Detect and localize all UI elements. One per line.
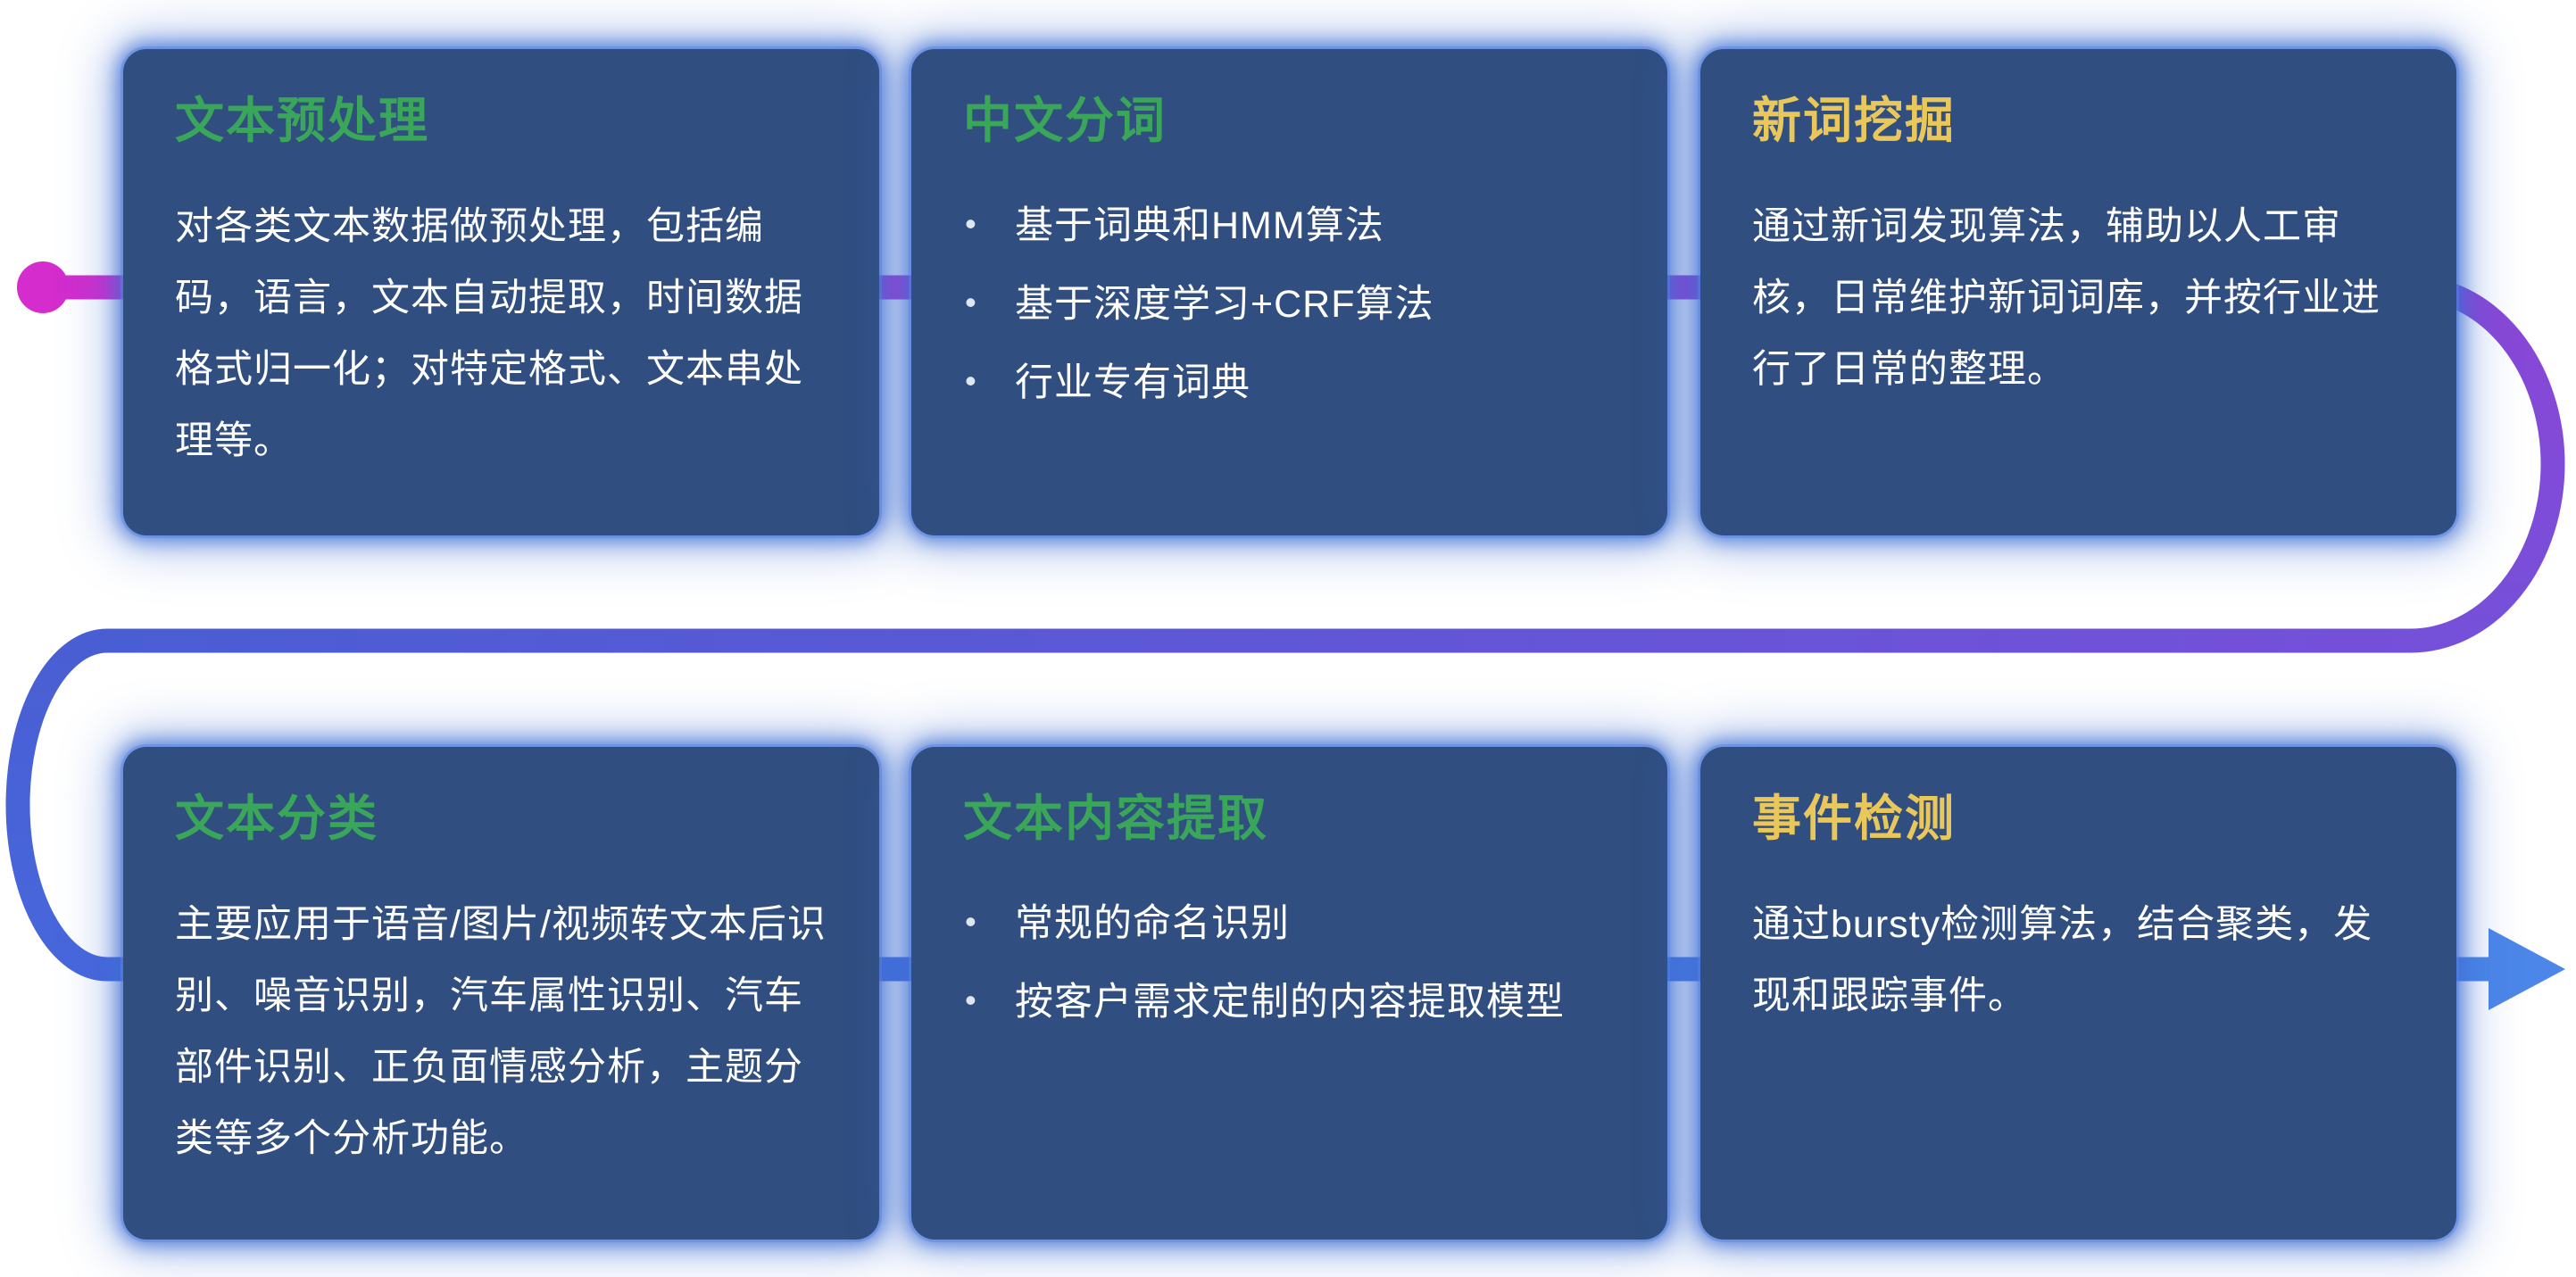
card-text-classification: 文本分类 主要应用于语音/图片/视频转文本后识别、噪音识别，汽车属性识别、汽车部… <box>123 747 879 1240</box>
bullet-text: 按客户需求定制的内容提取模型 <box>1015 980 1565 1024</box>
card-title: 文本预处理 <box>175 93 430 148</box>
card-body: 对各类文本数据做预处理，包括编码，语言，文本自动提取，时间数据格式归一化；对特定… <box>175 204 803 462</box>
bullet-item: • 基于词典和HMM算法 <box>963 198 1616 253</box>
card-body: 通过bursty检测算法，结合聚类，发现和跟踪事件。 <box>1752 902 2373 1017</box>
card-title: 文本内容提取 <box>963 791 1269 846</box>
bullet-text: 基于词典和HMM算法 <box>1015 203 1384 247</box>
bullet-text: 行业专有词典 <box>1015 361 1251 404</box>
flow-curve-left <box>5 628 108 982</box>
bullet-icon: • <box>965 361 977 399</box>
bullet-icon: • <box>965 981 977 1018</box>
flow-curve-right <box>2409 275 2565 653</box>
card-new-word-mining: 新词挖掘 通过新词发现算法，辅助以人工审核，日常维护新词词库，并按行业进行了日常… <box>1700 49 2456 535</box>
flow-arrowhead-icon <box>2489 928 2565 1010</box>
card-title: 新词挖掘 <box>1752 93 1957 148</box>
card-bullet-list: • 常规的命名识别 • 按客户需求定制的内容提取模型 <box>963 896 1616 1030</box>
bullet-icon: • <box>965 283 977 320</box>
card-title: 文本分类 <box>175 791 379 846</box>
card-event-detection: 事件检测 通过bursty检测算法，结合聚类，发现和跟踪事件。 <box>1700 747 2456 1240</box>
card-text-preprocessing: 文本预处理 对各类文本数据做预处理，包括编码，语言，文本自动提取，时间数据格式归… <box>123 49 879 535</box>
card-bullet-list: • 基于词典和HMM算法 • 基于深度学习+CRF算法 • 行业专有词典 <box>963 198 1616 410</box>
card-title: 事件检测 <box>1752 791 1957 846</box>
bullet-icon: • <box>965 902 977 940</box>
bullet-item: • 常规的命名识别 <box>963 896 1616 951</box>
card-title: 中文分词 <box>963 93 1168 148</box>
bullet-text: 基于深度学习+CRF算法 <box>1015 282 1434 326</box>
bullet-item: • 基于深度学习+CRF算法 <box>963 277 1616 332</box>
card-body: 通过新词发现算法，辅助以人工审核，日常维护新词词库，并按行业进行了日常的整理。 <box>1752 204 2381 391</box>
bullet-item: • 行业专有词典 <box>963 355 1616 410</box>
card-chinese-word-segmentation: 中文分词 • 基于词典和HMM算法 • 基于深度学习+CRF算法 • 行业专有词典 <box>911 49 1667 535</box>
card-text-content-extraction: 文本内容提取 • 常规的命名识别 • 按客户需求定制的内容提取模型 <box>911 747 1667 1240</box>
bullet-item: • 按客户需求定制的内容提取模型 <box>963 974 1616 1030</box>
card-body: 主要应用于语音/图片/视频转文本后识别、噪音识别，汽车属性识别、汽车部件识别、正… <box>175 902 827 1160</box>
bullet-text: 常规的命名识别 <box>1015 901 1290 945</box>
bullet-icon: • <box>965 204 977 242</box>
